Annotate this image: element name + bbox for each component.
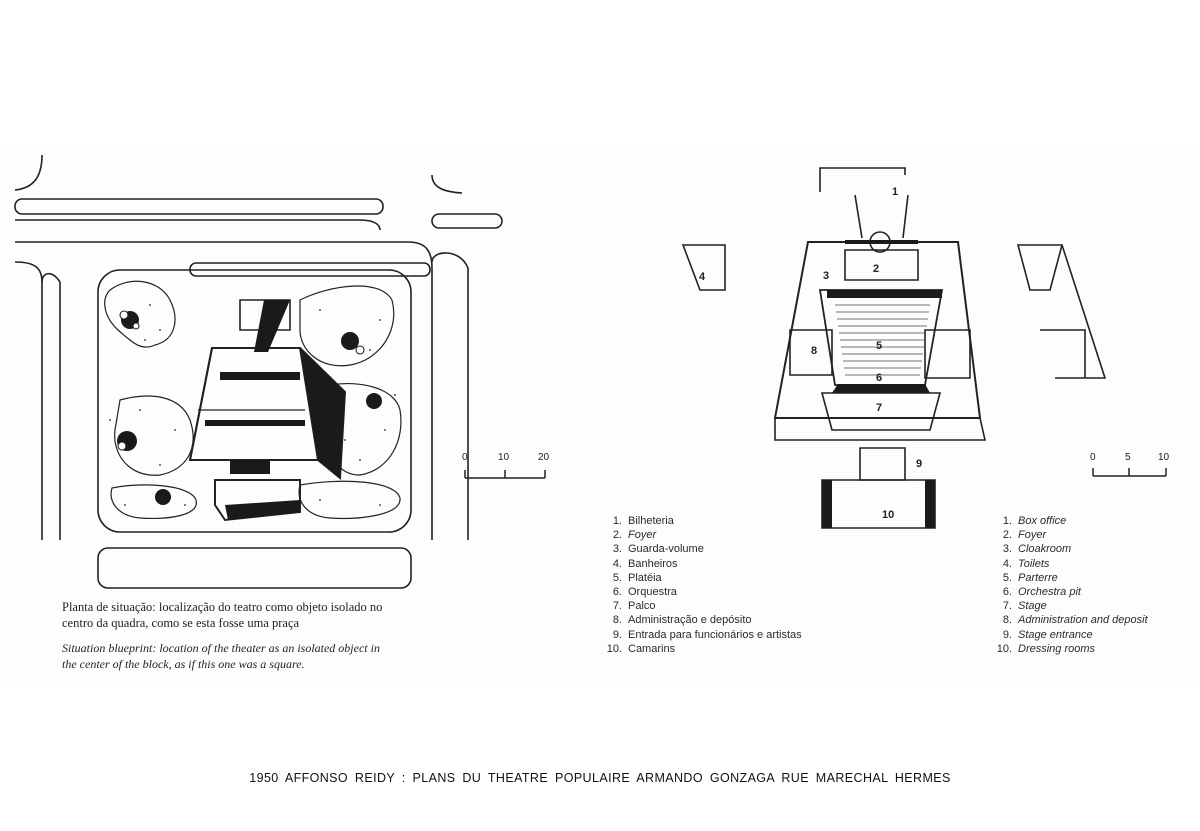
legend-item: 1.Box office <box>1002 515 1067 527</box>
site-title-pt-line1: Planta de situação: localização do teatr… <box>62 600 383 614</box>
legend-item: 8.Administração e depósito <box>612 614 752 627</box>
legend-item: 5.Parterre <box>1002 571 1058 584</box>
site-scale-10: 10 <box>498 452 510 463</box>
room-number-3: 3 <box>823 270 830 282</box>
room-number-6: 6 <box>876 372 883 384</box>
legend-item: 8.Administration and deposit <box>1002 614 1148 627</box>
legend-item: 10.Camarins <box>606 642 676 655</box>
legend-item: 4.Banheiros <box>612 557 678 570</box>
site-title-en-line2: the center of the block, as if this one … <box>62 657 305 671</box>
legend-item: 3.Guarda-volume <box>612 543 704 556</box>
room-number-8: 8 <box>811 345 818 357</box>
legend-item: 6.Orquestra <box>612 586 677 599</box>
site-scale-bar <box>464 470 546 479</box>
legend-item: 6.Orchestra pit <box>1002 586 1081 599</box>
room-number-7: 7 <box>876 402 883 414</box>
floor-scale-10: 10 <box>1158 452 1170 463</box>
legend-item: 2.Foyer <box>612 529 657 542</box>
room-number-4: 4 <box>699 271 706 283</box>
legend-item: 1.Bilheteria <box>612 515 674 527</box>
room-number-10: 10 <box>882 509 895 521</box>
site-title-en-line1: Situation blueprint: location of the the… <box>62 641 380 655</box>
floor-scale-bar <box>1092 468 1167 477</box>
room-number-1: 1 <box>892 186 899 198</box>
legend-item: 7.Palco <box>612 600 656 613</box>
legend-item: 4.Toilets <box>1002 557 1050 570</box>
legend-item: 5.Platéia <box>612 571 662 584</box>
room-number-5: 5 <box>876 340 883 352</box>
legend-item: 9.Stage entrance <box>1002 628 1093 641</box>
room-number-2: 2 <box>873 263 880 275</box>
legend-item: 10.Dressing rooms <box>996 642 1096 655</box>
legend-item: 3.Cloakroom <box>1002 543 1072 556</box>
site-scale-20: 20 <box>538 452 550 463</box>
room-number-9: 9 <box>916 458 923 470</box>
floor-scale-0: 0 <box>1090 452 1096 463</box>
site-title-pt-line2: centro da quadra, como se esta fosse uma… <box>62 616 300 630</box>
page-caption: 1950 AFFONSO REIDY : PLANS DU THEATRE PO… <box>249 771 951 785</box>
drawing-plate <box>0 150 1200 682</box>
legend-item: 2.Foyer <box>1002 529 1047 542</box>
legend-portuguese: 1.Bilheteria 2.Foyer 3.Guarda-volume 4.B… <box>600 514 802 656</box>
legend-english: 1.Box office 2.Foyer 3.Cloakroom 4.Toile… <box>990 514 1148 656</box>
legend-item: 7.Stage <box>1002 600 1047 613</box>
legend-item: 9.Entrada para funcionários e artistas <box>612 628 802 641</box>
floor-scale-5: 5 <box>1125 452 1131 463</box>
site-scale-0: 0 <box>462 452 468 463</box>
